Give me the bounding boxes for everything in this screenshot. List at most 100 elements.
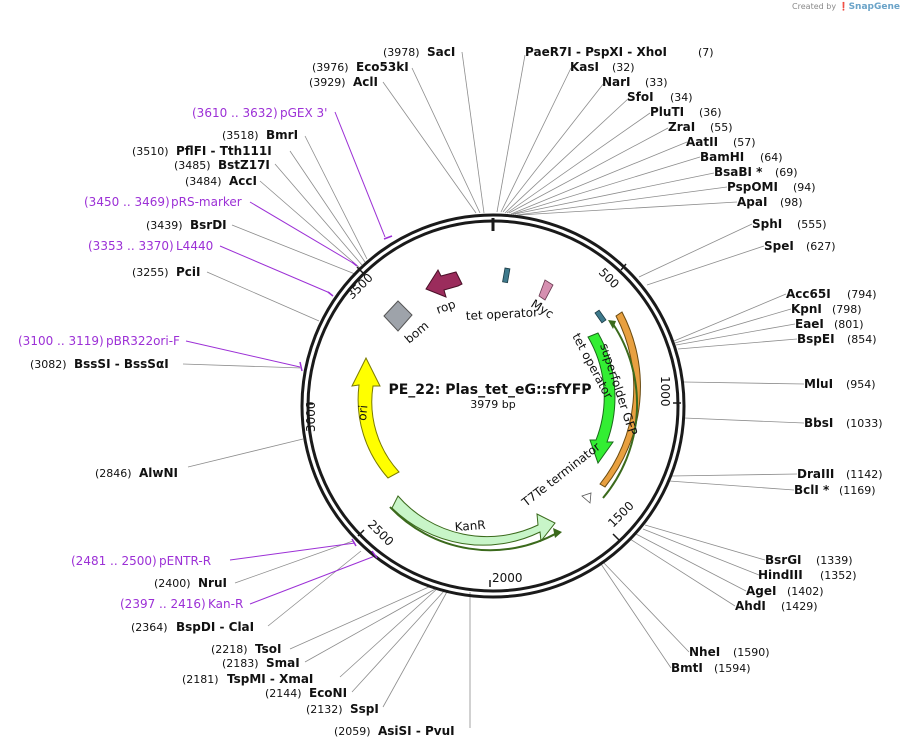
primer-l4440[interactable]: (3353 .. 3370) L4440 xyxy=(88,239,213,253)
enzyme-bstz17i[interactable]: (3485)BstZ17I xyxy=(174,158,270,172)
kanr-feature[interactable] xyxy=(391,495,556,546)
primer-pgex3[interactable]: (3610 .. 3632) pGEX 3' xyxy=(192,106,327,120)
primer-name: pENTR-R xyxy=(159,554,211,568)
enzyme-bsabi[interactable]: BsaBI *(69) xyxy=(714,165,798,179)
enzyme-bmri[interactable]: (3518)BmrI xyxy=(222,128,298,142)
enzyme-position: (32) xyxy=(612,61,635,74)
enzyme-pluti[interactable]: PluTI (36) xyxy=(650,105,722,119)
enzyme-position: (2846) xyxy=(95,467,132,480)
enzyme-alwni[interactable]: (2846) AlwNI xyxy=(95,466,178,480)
sfgfp-feature[interactable] xyxy=(587,332,616,465)
primer-range: (2397 .. 2416) xyxy=(120,597,206,611)
enzyme-eco53ki[interactable]: (3976)Eco53kI xyxy=(312,60,409,74)
enzyme-eaei[interactable]: EaeI (801) xyxy=(795,317,864,331)
enzyme-spei[interactable]: SpeI(627) xyxy=(764,239,836,253)
enzyme-apai[interactable]: ApaI(98) xyxy=(737,195,803,209)
enzyme-bspdi-clai[interactable]: (2364)BspDI - ClaI xyxy=(131,620,254,634)
enzyme-tspmi-xmai[interactable]: (2181)TspMI - XmaI xyxy=(182,672,313,686)
enzyme-position: (1429) xyxy=(781,600,818,613)
enzyme-name: AatII xyxy=(686,135,718,149)
enzyme-name: PluTI xyxy=(650,105,684,119)
primer-pbr322ori-f[interactable]: (3100 .. 3119) pBR322ori-F xyxy=(18,334,180,348)
enzyme-position: (3929) xyxy=(309,76,346,89)
tick-2000: 2000 xyxy=(492,571,523,585)
enzyme-name: BmtI xyxy=(671,661,703,675)
enzyme-pflfi-tth111i[interactable]: (3510)PflFI - Tth111I xyxy=(132,144,272,158)
enzyme-nrui[interactable]: (2400)NruI xyxy=(154,576,227,590)
enzyme-bmti[interactable]: BmtI(1594) xyxy=(671,661,751,675)
enzyme-zrai[interactable]: ZraI (55) xyxy=(668,120,733,134)
enzyme-name: AhdI xyxy=(735,599,766,613)
enzyme-bbsi[interactable]: BbsI(1033) xyxy=(804,416,883,430)
enzyme-bsrgi[interactable]: BsrGI(1339) xyxy=(765,553,853,567)
enzyme-hindiii[interactable]: HindIII(1352) xyxy=(758,568,857,582)
enzyme-sphi[interactable]: SphI(555) xyxy=(752,217,827,231)
enzyme-acli[interactable]: (3929)AclI xyxy=(309,75,378,89)
enzyme-kasi[interactable]: KasI(32) xyxy=(570,60,635,74)
primer-prs-marker[interactable]: (3450 .. 3469) pRS-marker xyxy=(84,195,242,209)
enzyme-acc65i[interactable]: Acc65I(794) xyxy=(786,287,877,301)
enzyme-name: SmaI xyxy=(266,656,300,670)
enzyme-position: (57) xyxy=(733,136,756,149)
enzyme-name: AlwNI xyxy=(139,466,178,480)
enzyme-ahdi[interactable]: AhdI (1429) xyxy=(735,599,818,613)
enzyme-position: (3976) xyxy=(312,61,349,74)
enzyme-sfoi[interactable]: SfoI(34) xyxy=(627,90,693,104)
enzyme-bspei[interactable]: BspEI(854) xyxy=(797,332,877,346)
enzyme-name: SpeI xyxy=(764,239,794,253)
myc-feature[interactable] xyxy=(538,279,554,301)
enzyme-position: (3439) xyxy=(146,219,183,232)
enzyme-bamhi[interactable]: BamHI(64) xyxy=(700,150,783,164)
kanr-track-line xyxy=(389,506,558,552)
enzyme-name: BspEI xyxy=(797,332,835,346)
enzyme-paer7i-xhoi[interactable]: PaeR7I - PspXI - XhoI(7) xyxy=(525,45,714,59)
tet-operator-2-feature[interactable] xyxy=(594,309,607,324)
t7te-feature[interactable] xyxy=(581,492,592,504)
enzyme-agei[interactable]: AgeI(1402) xyxy=(746,584,824,598)
backbone xyxy=(300,213,686,599)
enzyme-name: AccI xyxy=(229,174,257,188)
enzyme-pcii[interactable]: (3255)PciI xyxy=(132,265,201,279)
enzyme-asisi-pvui[interactable]: (2059)AsiSI - PvuI xyxy=(334,724,455,738)
enzyme-pspomi[interactable]: PspOMI (94) xyxy=(727,180,816,194)
enzyme-acci[interactable]: (3484)AccI xyxy=(185,174,257,188)
enzyme-position: (36) xyxy=(699,106,722,119)
enzyme-position: (94) xyxy=(793,181,816,194)
tet-operator-1-feature[interactable] xyxy=(502,267,511,284)
ori-feature[interactable] xyxy=(351,356,400,479)
enzyme-mlui[interactable]: MluI(954) xyxy=(804,377,876,391)
enzyme-smai[interactable]: (2183)SmaI xyxy=(222,656,300,670)
enzyme-name: BamHI xyxy=(700,150,744,164)
enzyme-name: BmrI xyxy=(266,128,298,142)
enzyme-position: (69) xyxy=(775,166,798,179)
enzyme-bcli[interactable]: BclI *(1169) xyxy=(794,483,876,497)
enzyme-position: (1169) xyxy=(839,484,876,497)
enzyme-tsoi[interactable]: (2218)TsoI xyxy=(211,642,281,656)
enzyme-bsssi[interactable]: (3082)BssSI - BssSαI xyxy=(30,357,169,371)
track-arrow-icon xyxy=(608,320,616,329)
enzyme-saci[interactable]: (3978)SacI xyxy=(383,45,455,59)
enzyme-position: (801) xyxy=(834,318,864,331)
enzyme-bsrdi[interactable]: (3439)BsrDI xyxy=(146,218,227,232)
enzyme-position: (2181) xyxy=(182,673,219,686)
enzyme-name: ApaI xyxy=(737,195,767,209)
enzyme-name: SfoI xyxy=(627,90,654,104)
primer-kan-r[interactable]: (2397 .. 2416) Kan-R xyxy=(120,597,243,611)
enzyme-name: EaeI xyxy=(795,317,824,331)
rop-feature[interactable] xyxy=(425,268,463,298)
enzyme-nhei[interactable]: NheI(1590) xyxy=(689,645,770,659)
primer-pentr-r[interactable]: (2481 .. 2500) pENTR-R xyxy=(71,554,211,568)
enzyme-name: NarI xyxy=(602,75,631,89)
enzyme-nari[interactable]: NarI(33) xyxy=(602,75,668,89)
enzyme-aatii[interactable]: AatII (57) xyxy=(686,135,756,149)
enzyme-name: ZraI xyxy=(668,120,695,134)
enzyme-kpni[interactable]: KpnI(798) xyxy=(791,302,862,316)
bom-feature[interactable] xyxy=(383,300,413,332)
sfgfp-track-line xyxy=(602,323,639,499)
enzyme-name: PspOMI xyxy=(727,180,778,194)
enzyme-econi[interactable]: (2144)EcoNI xyxy=(265,686,347,700)
enzyme-draiii[interactable]: DraIII(1142) xyxy=(797,467,883,481)
enzyme-position: (55) xyxy=(710,121,733,134)
enzyme-sspi[interactable]: (2132)SspI xyxy=(306,702,379,716)
